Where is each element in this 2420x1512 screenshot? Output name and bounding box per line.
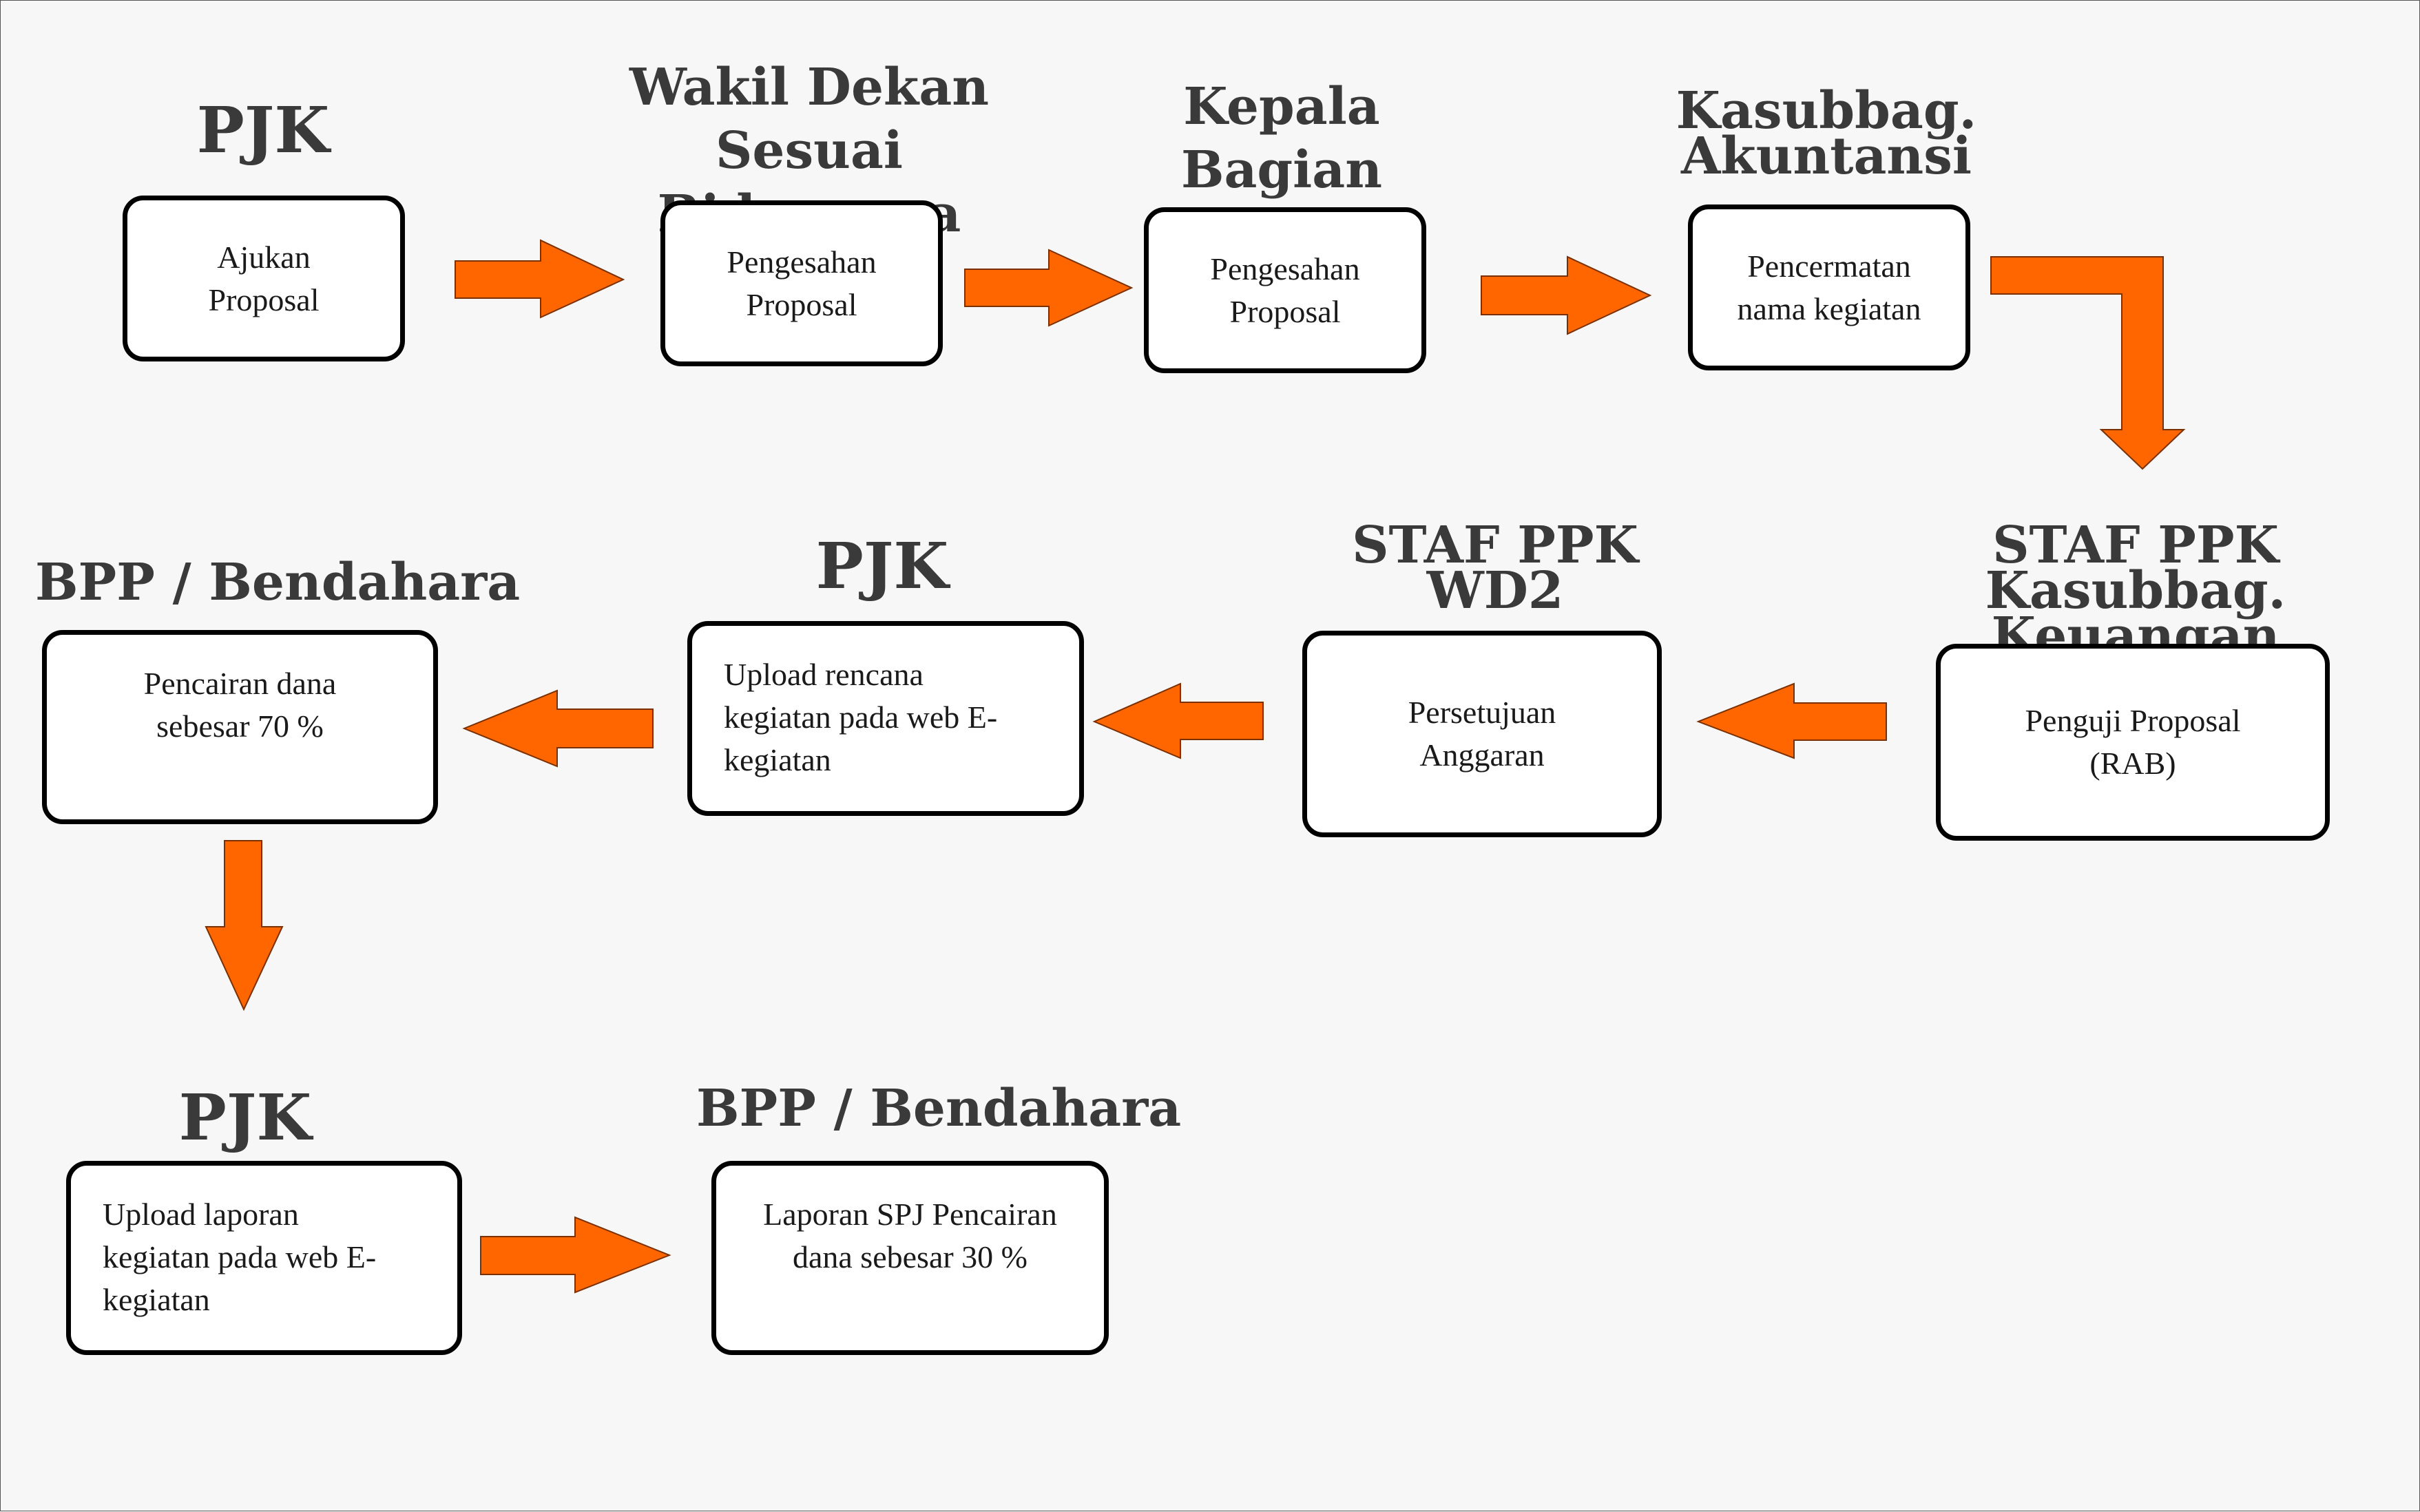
node-1-title: PJK (196, 93, 330, 167)
node-3-text: Pengesahan Proposal (1210, 251, 1360, 329)
node-6-title: STAF PPK WD2 (1352, 516, 1638, 620)
arrow-7-to-8 (462, 689, 654, 768)
node-8-text: Pencairan dana sebesar 70 % (143, 666, 337, 744)
node-2-box: Pengesahan Proposal (660, 200, 943, 366)
node-5-title: STAF PPK Kasubbag. Keuangan (1985, 516, 2286, 666)
node-7-text: Upload rencana kegiatan pada web E- kegi… (724, 657, 998, 777)
node-1-text: Ajukan Proposal (208, 239, 320, 317)
node-2-text: Pengesahan Proposal (727, 244, 877, 322)
node-7-box: Upload rencana kegiatan pada web E- kegi… (687, 621, 1084, 816)
node-10-text: Laporan SPJ Pencairan dana sebesar 30 % (763, 1197, 1057, 1274)
arrow-9-to-10 (480, 1216, 671, 1294)
arrow-8-to-9 (205, 840, 284, 1011)
arrow-6-to-7 (1092, 682, 1264, 759)
node-9-box: Upload laporan kegiatan pada web E- kegi… (66, 1161, 462, 1355)
node-4-box: Pencermatan nama kegiatan (1688, 204, 1970, 370)
node-5-text: Penguji Proposal (RAB) (2025, 703, 2241, 781)
node-4-text: Pencermatan nama kegiatan (1737, 248, 1921, 326)
node-10-box: Laporan SPJ Pencairan dana sebesar 30 % (711, 1161, 1109, 1355)
arrow-3-to-4 (1481, 255, 1652, 335)
node-6-text: Persetujuan Anggaran (1408, 695, 1556, 773)
node-9-text: Upload laporan kegiatan pada web E- kegi… (103, 1197, 377, 1317)
node-9-title: PJK (178, 1080, 312, 1155)
arrow-4-to-5 (1990, 256, 2186, 470)
arrow-5-to-6 (1696, 682, 1887, 759)
node-3-box: Pengesahan Proposal (1144, 207, 1426, 373)
arrow-2-to-3 (964, 249, 1134, 327)
node-8-box: Pencairan dana sebesar 70 % (42, 630, 438, 824)
node-1-box: Ajukan Proposal (123, 196, 405, 361)
node-7-title: PJK (815, 529, 949, 603)
node-4-title: Kasubbag. Akuntansi (1676, 81, 1977, 186)
node-5-box: Penguji Proposal (RAB) (1936, 644, 2330, 841)
node-6-box: Persetujuan Anggaran (1302, 631, 1662, 837)
arrow-1-to-2 (455, 239, 625, 319)
node-10-title: BPP / Bendahara (696, 1079, 1182, 1138)
node-8-title: BPP / Bendahara (35, 553, 521, 612)
